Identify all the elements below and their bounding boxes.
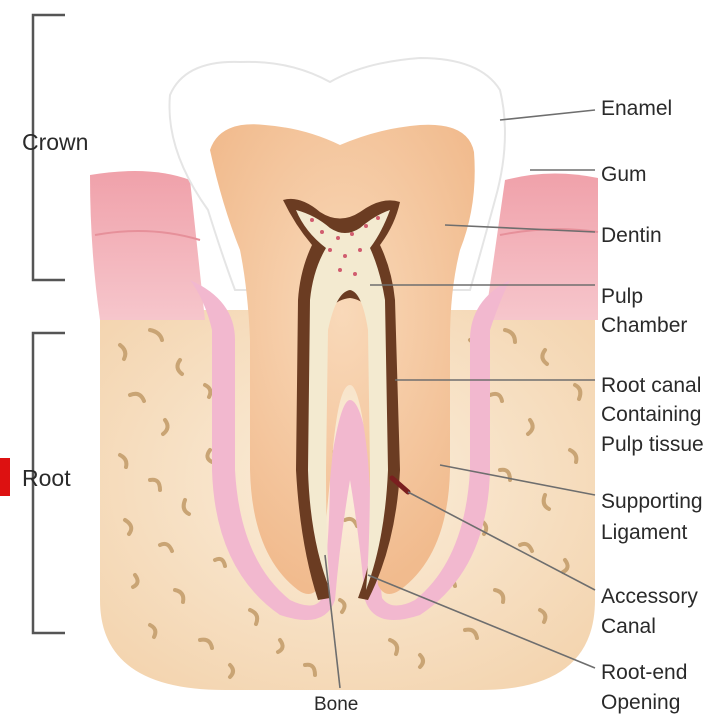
enamel-leader	[500, 110, 595, 120]
supporting-ligament-label-line1: Supporting	[601, 490, 703, 513]
root-canal-label-line3: Pulp tissue	[601, 433, 704, 456]
root-canal-label-line1: Root canal	[601, 374, 701, 397]
accessory-canal-label-line1: Accessory	[601, 585, 698, 608]
gum-tissue	[90, 171, 205, 320]
root-label: Root	[22, 465, 71, 491]
gum-tissue-right	[485, 173, 598, 320]
pulp-chamber-label-line2: Chamber	[601, 314, 687, 337]
accessory-canal-label-line2: Canal	[601, 615, 656, 638]
root-canal-label-line2: Containing	[601, 403, 701, 426]
dentin-label: Dentin	[601, 224, 662, 247]
gum-label: Gum	[601, 163, 647, 186]
pulp-chamber-label-line1: Pulp	[601, 285, 643, 308]
bone-label: Bone	[314, 694, 358, 715]
enamel-label: Enamel	[601, 97, 672, 120]
root-red-marker	[0, 458, 10, 496]
root-end-opening-label-line2: Opening	[601, 691, 680, 714]
supporting-ligament-label-line2: Ligament	[601, 521, 688, 544]
root-end-opening-label-line1: Root-end	[601, 661, 687, 684]
crown-label: Crown	[22, 129, 88, 155]
